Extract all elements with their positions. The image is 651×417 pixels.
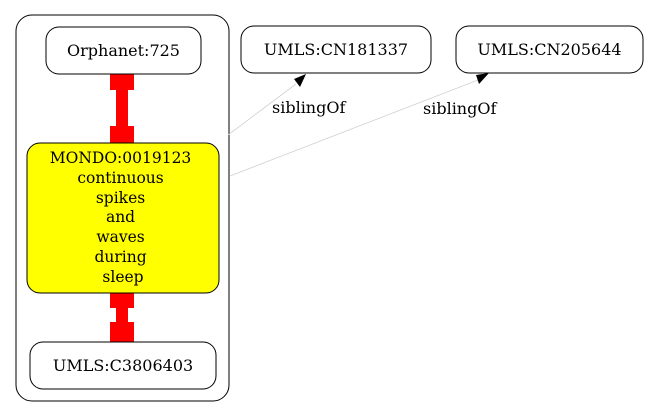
focus-line-6: during: [94, 248, 146, 266]
equivalence-edge-bottom: [110, 287, 134, 343]
sibling-edge-1-label: siblingOf: [272, 98, 346, 117]
node-focus-label: MONDO:0019123 continuous spikes and wave…: [50, 149, 196, 286]
node-umls-cn205644[interactable]: UMLS:CN205644: [455, 25, 644, 74]
equivalence-edge-top: [110, 69, 134, 147]
node-orphanet-label: Orphanet:725: [67, 41, 180, 60]
sibling-edge-2: [229, 79, 479, 177]
node-focus[interactable]: MONDO:0019123 continuous spikes and wave…: [26, 142, 220, 294]
node-umls-cn181337-label: UMLS:CN181337: [264, 40, 408, 59]
node-umls-cn181337[interactable]: UMLS:CN181337: [240, 25, 432, 74]
node-orphanet[interactable]: Orphanet:725: [45, 26, 202, 75]
node-umls-cn205644-label: UMLS:CN205644: [477, 40, 621, 59]
node-umls-c3806403[interactable]: UMLS:C3806403: [29, 341, 217, 390]
cluster-boundary: [15, 14, 230, 402]
focus-line-1: MONDO:0019123: [50, 149, 192, 167]
focus-line-4: and: [106, 208, 135, 226]
focus-line-7: sleep: [102, 268, 143, 286]
sibling-edge-2-arrowhead: [476, 73, 489, 84]
sibling-edge-1: [227, 83, 297, 136]
node-umls-c3806403-label: UMLS:C3806403: [53, 356, 193, 375]
focus-line-2: continuous: [77, 169, 163, 187]
focus-line-5: waves: [96, 228, 144, 246]
focus-line-3: spikes: [96, 189, 145, 207]
sibling-edge-1-arrowhead: [294, 74, 306, 87]
sibling-edge-2-label: siblingOf: [423, 99, 497, 118]
